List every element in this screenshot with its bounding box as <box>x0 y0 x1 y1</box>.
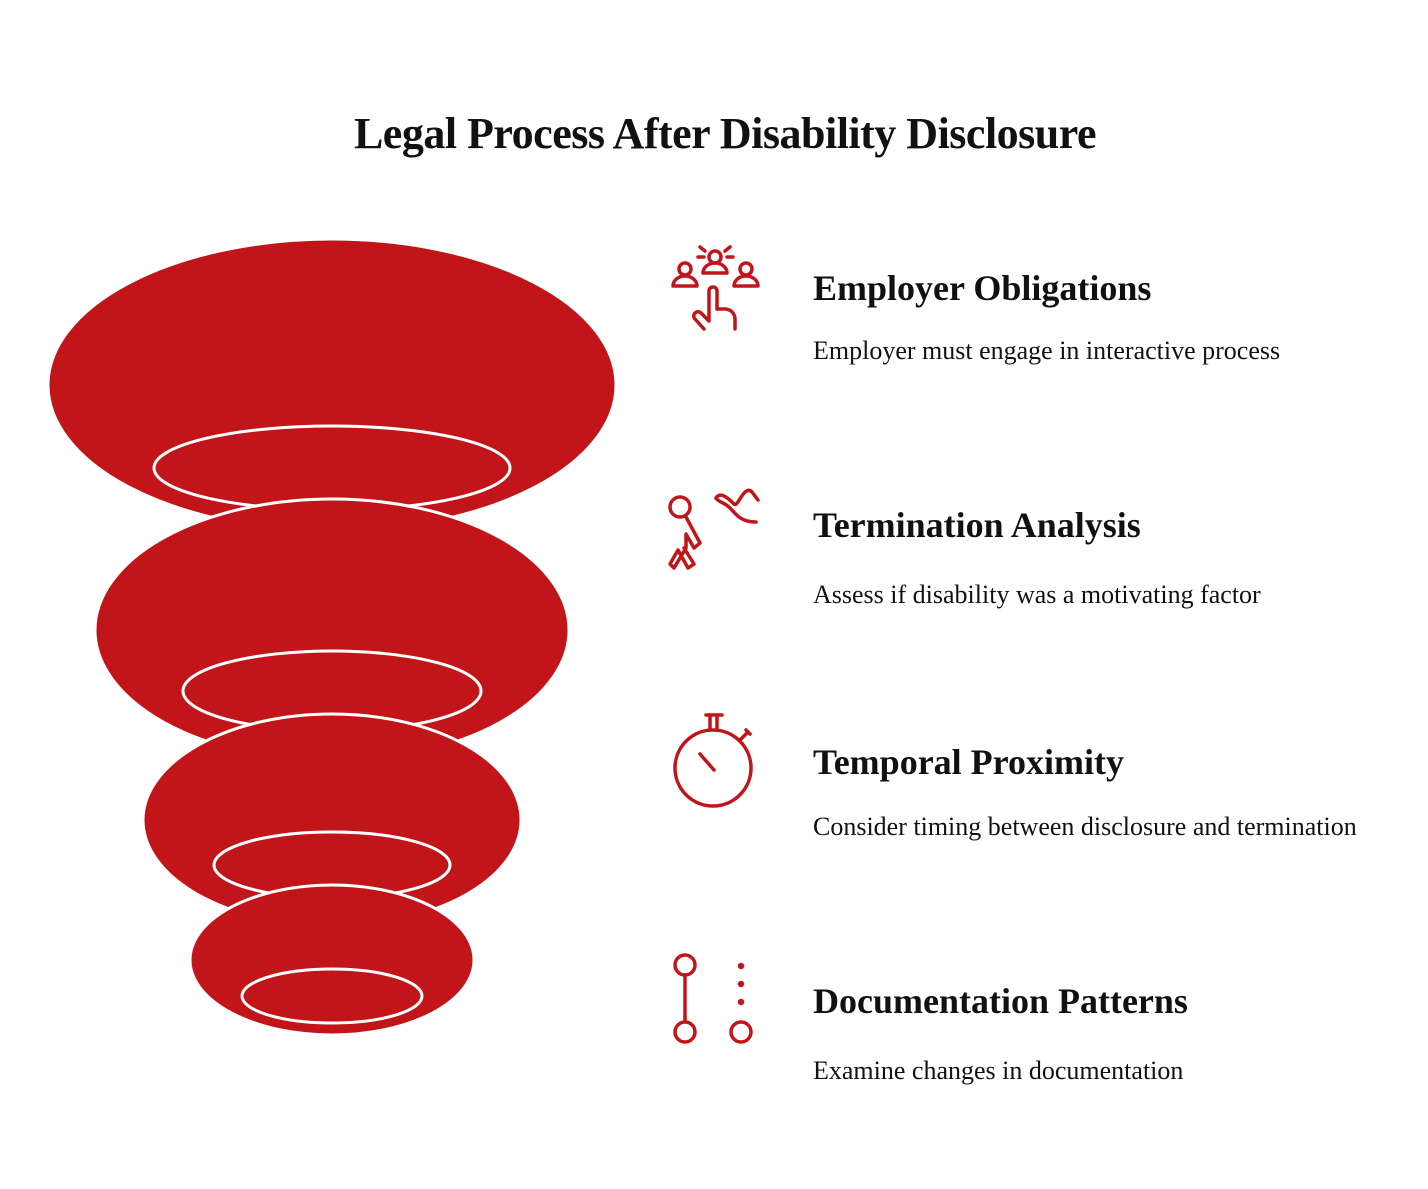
step-heading: Temporal Proximity <box>813 742 1124 782</box>
step-description: Examine changes in documentation <box>813 1056 1184 1085</box>
timeline-dots-icon <box>673 953 753 1044</box>
funnel-layer-4-opening <box>240 967 424 1025</box>
funnel-layer-1-opening <box>152 424 512 512</box>
step-heading: Employer Obligations <box>813 268 1152 308</box>
step-heading: Termination Analysis <box>813 505 1141 545</box>
step-heading: Documentation Patterns <box>813 981 1188 1021</box>
step-description: Employer must engage in interactive proc… <box>813 336 1281 365</box>
stopwatch-icon <box>673 713 753 808</box>
group-pointer-icon <box>671 245 760 331</box>
step-description: Assess if disability was a motivating fa… <box>813 580 1261 609</box>
funnel-diagram <box>46 237 618 1037</box>
page-title: Legal Process After Disability Disclosur… <box>353 109 1097 158</box>
step-description: Consider timing between disclosure and t… <box>813 812 1357 841</box>
person-walking-away-icon <box>668 488 760 570</box>
